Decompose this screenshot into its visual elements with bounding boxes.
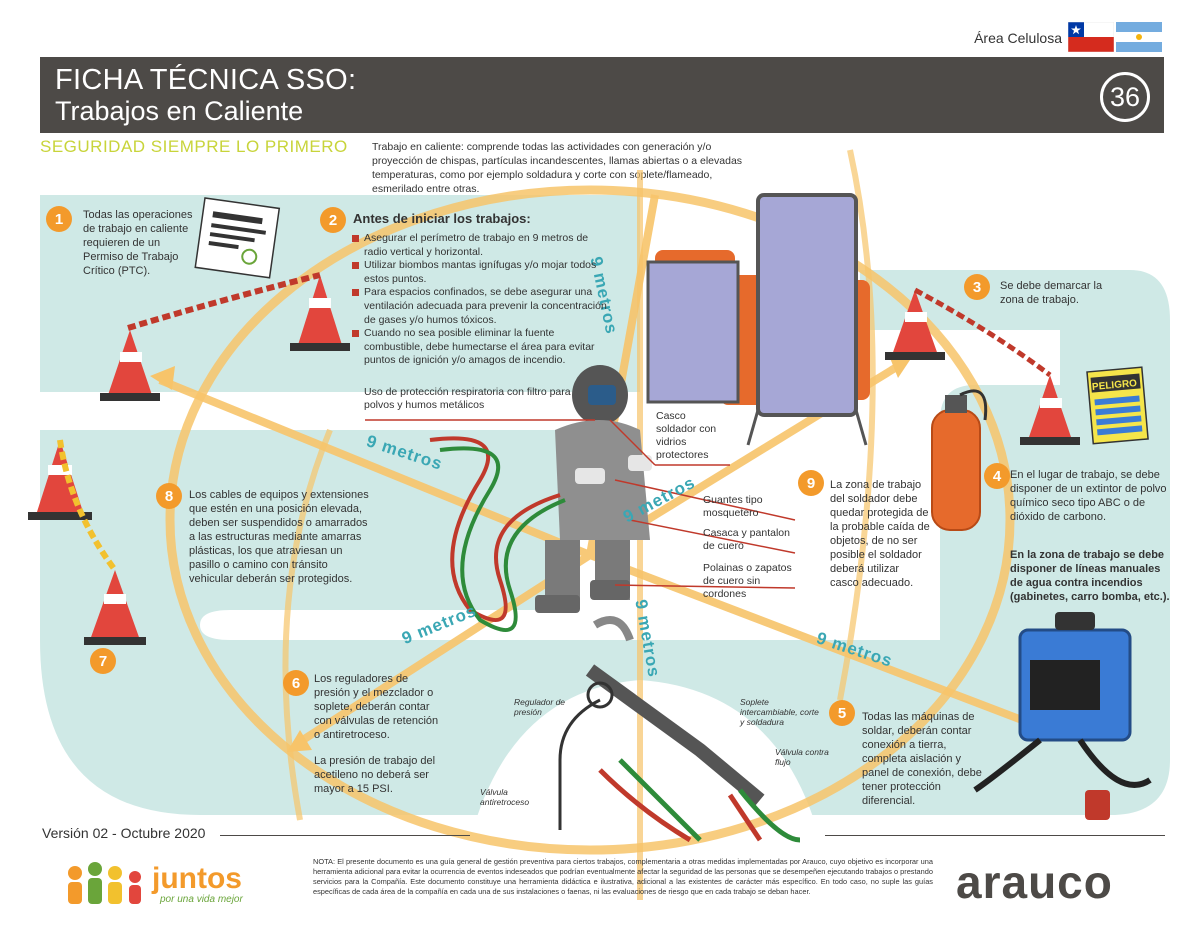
- list-item: Cuando no sea posible eliminar la fuente…: [352, 327, 612, 368]
- page-subtitle: Trabajos en Caliente: [55, 96, 304, 126]
- page-title: FICHA TÉCNICA SSO:: [55, 64, 357, 96]
- footer-divider: [220, 835, 470, 836]
- step-4-badge: 4: [984, 463, 1010, 489]
- intro-text: Trabajo en caliente: comprende todas las…: [372, 141, 743, 195]
- step-1-text: Todas las operaciones de trabajo en cali…: [83, 209, 193, 277]
- step-9-badge: 9: [798, 470, 824, 496]
- callout-torch: Soplete intercambiable, corte y soldadur…: [740, 697, 819, 727]
- list-item: Utilizar biombos mantas ignífugas y/o mo…: [352, 259, 612, 286]
- step-5-badge: 5: [829, 700, 855, 726]
- juntos-logo-text: juntos: [152, 862, 242, 895]
- list-item: Para espacios confinados, se debe asegur…: [352, 286, 612, 327]
- step-8-badge: 8: [156, 483, 182, 509]
- callout-respiratory: Uso de protección respiratoria con filtr…: [364, 386, 571, 411]
- footer-divider: [825, 835, 1165, 836]
- step-4-text: En el lugar de trabajo, se debe disponer…: [1010, 469, 1167, 523]
- version-label: Versión 02 - Octubre 2020: [42, 825, 206, 841]
- argentina-flag-icon: [1116, 22, 1162, 52]
- juntos-logo-subtitle: por una vida mejor: [160, 894, 243, 905]
- step-5-text: Todas las máquinas de soldar, deberán co…: [862, 711, 982, 807]
- callout-anti-valve: Válvula antiretroceso: [480, 787, 530, 807]
- step-2-title: Antes de iniciar los trabajos:: [353, 211, 531, 226]
- callout-regulator: Regulador de presión: [514, 697, 566, 717]
- area-label: Área Celulosa: [974, 30, 1062, 46]
- step-2-badge: 2: [320, 207, 346, 233]
- list-item: Asegurar el perímetro de trabajo en 9 me…: [352, 232, 612, 259]
- step-8-text: Los cables de equipos y extensiones que …: [189, 489, 369, 585]
- safety-slogan: SEGURIDAD SIEMPRE LO PRIMERO: [40, 137, 348, 156]
- chile-flag-icon: [1068, 22, 1114, 52]
- step-1-badge: 1: [46, 206, 72, 232]
- callout-jacket: Casaca y pantalon de cuero: [703, 527, 790, 552]
- step-7-badge: 7: [90, 648, 116, 674]
- callout-helmet: Casco soldador con vidrios protectores: [656, 410, 717, 461]
- arauco-logo: arauco: [956, 856, 1113, 908]
- step-6-badge: 6: [283, 670, 309, 696]
- callout-gloves: Guantes tipo mosquetero: [703, 494, 763, 519]
- step-4-text-bold: En la zona de trabajo se debe disponer d…: [1010, 549, 1170, 603]
- step-2-list: Asegurar el perímetro de trabajo en 9 me…: [352, 232, 612, 368]
- callout-boots: Polainas o zapatos de cuero sin cordones: [703, 562, 792, 600]
- step-3-text: Se debe demarcar la zona de trabajo.: [1000, 280, 1103, 306]
- callout-flow-valve: Válvula contra flujo: [775, 747, 829, 767]
- juntos-people-icon: [68, 862, 141, 904]
- step-3-badge: 3: [964, 274, 990, 300]
- step-9-text: La zona de trabajo del soldador debe que…: [830, 479, 930, 589]
- disclaimer-note: NOTA: El presente documento es una guía …: [313, 857, 933, 896]
- sheet-number-badge: 36: [1100, 72, 1150, 122]
- title-bar: [40, 57, 1164, 133]
- step-6-text-2: La presión de trabajo del acetileno no d…: [314, 755, 436, 795]
- step-6-text: Los reguladores de presión y el mezclado…: [314, 673, 439, 741]
